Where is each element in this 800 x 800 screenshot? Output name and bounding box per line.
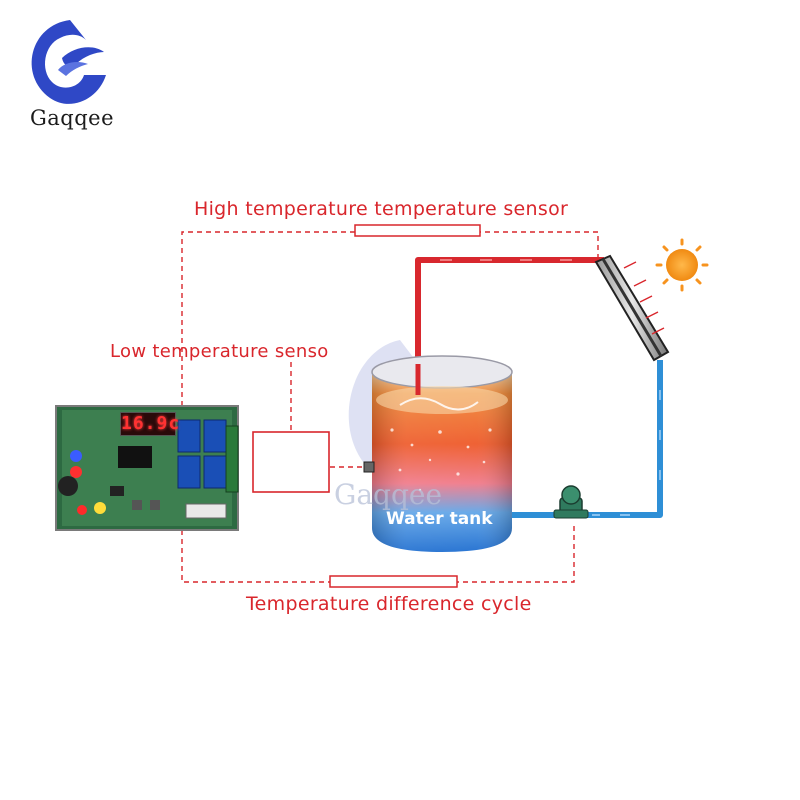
- sun-ray-arrows: [623, 261, 665, 335]
- low-sensor-box: [252, 431, 330, 493]
- logo-icon: [31, 20, 107, 104]
- cold-pipe: [508, 360, 663, 518]
- high-sensor-box: [354, 224, 481, 237]
- cycle-label: Temperature difference cycle: [246, 593, 532, 615]
- high-sensor-label: High temperature temperature sensor: [194, 198, 569, 220]
- controller-display: 16.9c: [120, 412, 181, 436]
- cycle-box: [329, 575, 458, 588]
- tank-label: Water tank: [386, 509, 493, 529]
- hot-pipe: [415, 257, 604, 372]
- low-sensor-label: Low temperature senso: [110, 341, 329, 362]
- water-tank: [363, 355, 513, 552]
- pump-icon: [553, 485, 589, 519]
- sun-icon: [655, 238, 709, 292]
- solar-panel-icon: [594, 254, 670, 362]
- watermark-text: Gaqqee: [334, 478, 443, 511]
- brand-name: Gaqqee: [30, 106, 115, 130]
